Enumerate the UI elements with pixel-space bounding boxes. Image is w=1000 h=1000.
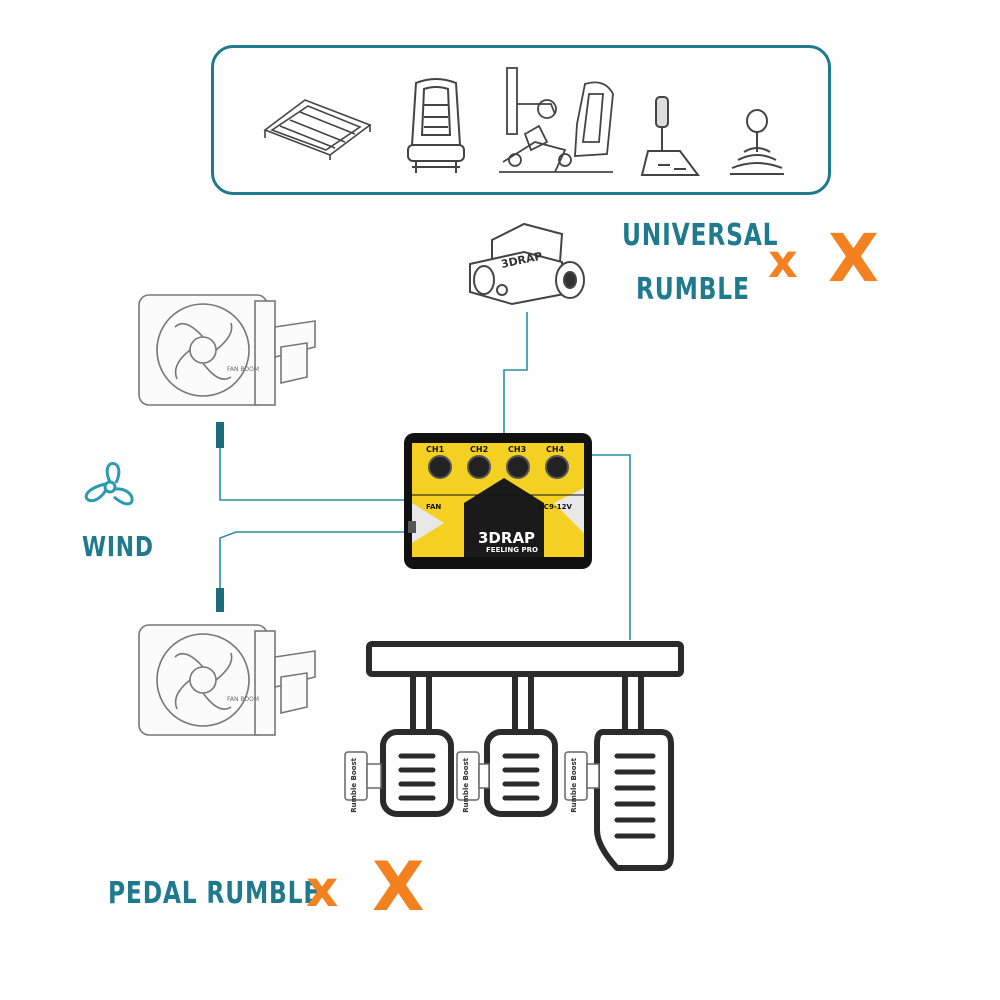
rumble-boost-label-2: Rumble Boost [462, 758, 470, 813]
power-port-label: DC9-12V [538, 503, 572, 511]
universal-rumble-label-line1: UNIVERSAL [622, 218, 779, 253]
racing-seat-icon [407, 78, 465, 173]
fan-bottom: FAN BOOM [138, 624, 316, 736]
rumble-boost-label-1: Rumble Boost [350, 758, 358, 813]
gear-shifter-icon [730, 109, 784, 175]
universal-rumble-x-large: X [828, 220, 879, 297]
accessories-panel [211, 45, 831, 195]
sim-rig-icon [499, 67, 614, 173]
fan-blades-icon [84, 461, 134, 506]
pedal-rumble-label: PEDAL RUMBLE [108, 876, 321, 911]
pedal-rumble-x-large: X [372, 848, 425, 927]
channel-4-label: CH4 [546, 445, 565, 454]
universal-rumble-device: 3DRAP [469, 222, 585, 306]
fan-brand-top: FAN BOOM [227, 366, 259, 373]
module-brand: 3DRAP [478, 529, 536, 547]
channel-3-label: CH3 [508, 445, 527, 454]
channel-1-label: CH1 [426, 445, 445, 454]
universal-rumble-label-line2: RUMBLE [636, 272, 750, 307]
universal-rumble-x-small: x [768, 234, 798, 288]
wind-label: WIND [82, 530, 154, 563]
module-artwork [408, 443, 584, 557]
pedal-rumble-x-small: x [306, 860, 339, 918]
channel-2-label: CH2 [470, 445, 489, 454]
module-product-name: FEELING PRO [486, 546, 538, 554]
handbrake-icon [640, 96, 700, 176]
feeling-pro-module: CH1 CH2 CH3 CH4 FAN DC9-12V 3DRAP FEELIN… [404, 433, 592, 569]
fan-port-label: FAN [426, 503, 442, 511]
fan-brand-bottom: FAN BOOM [227, 696, 259, 703]
rumble-boost-label-3: Rumble Boost [570, 758, 578, 813]
fan-top: FAN BOOM [138, 294, 316, 406]
pedal-set [344, 641, 684, 871]
mount-plate-icon [263, 99, 372, 160]
